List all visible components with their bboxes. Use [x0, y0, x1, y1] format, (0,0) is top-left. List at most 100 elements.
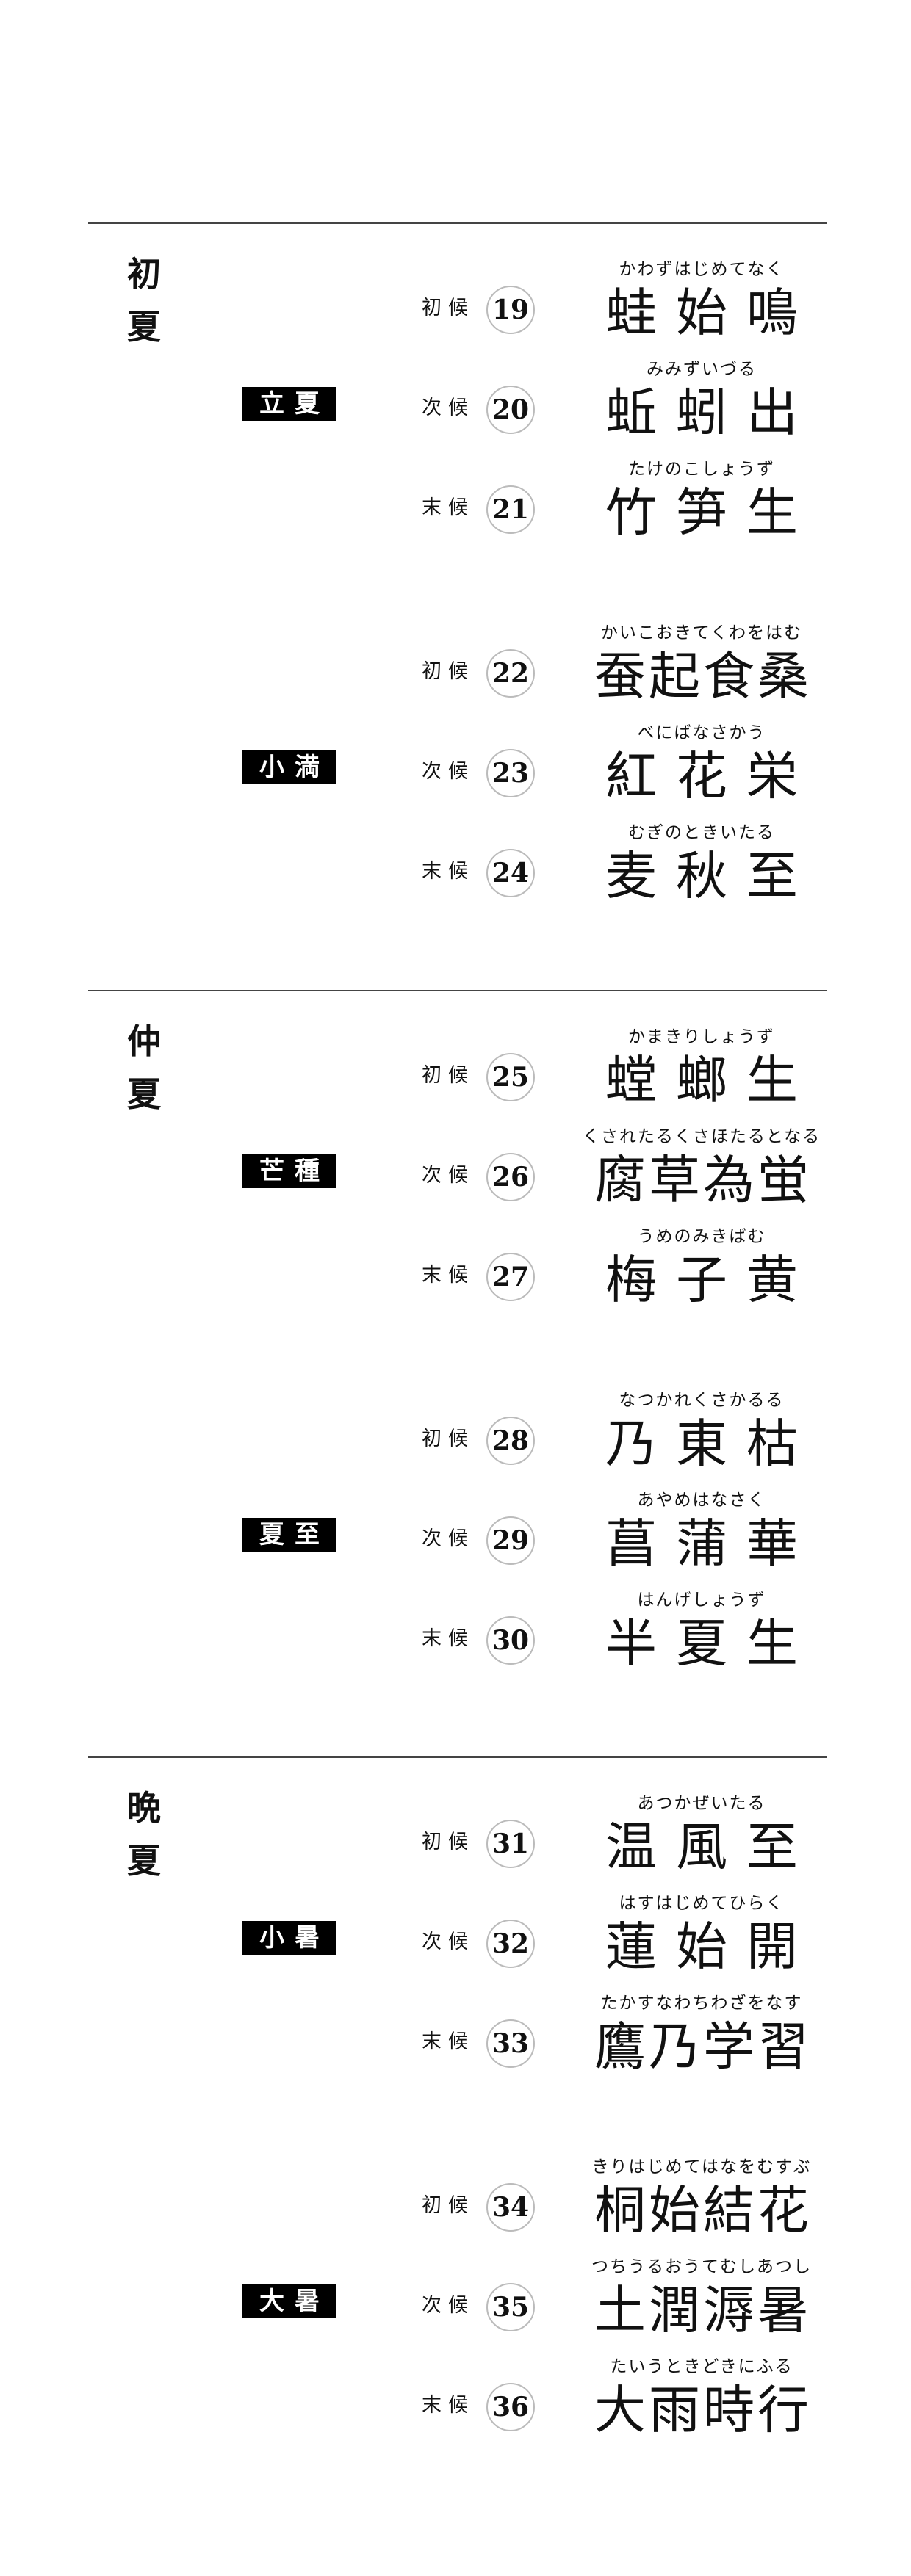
pentad-reading: きりはじめてはなをむすぶ	[591, 2157, 812, 2177]
solar-term-badge: 夏至	[242, 1518, 336, 1552]
pentad-name: 温風至	[605, 1817, 817, 1877]
pentad-label: 末候	[422, 860, 475, 883]
pentad-number: 33	[486, 2019, 535, 2068]
pentad-row: 次候 32 はすはじめてひらく蓮始開	[0, 1889, 911, 1989]
pentad-name: 土潤溽暑	[594, 2280, 812, 2340]
solar-term-badge: 小暑	[242, 1921, 336, 1955]
pentad-row: 次候 29 あやめはなさく菖蒲華	[0, 1486, 911, 1585]
pentad-label: 末候	[422, 2030, 475, 2053]
pentad-reading: はんげしょうず	[637, 1591, 766, 1610]
pentad-label: 末候	[422, 1627, 475, 1650]
pentad-name: 菖蒲華	[605, 1513, 817, 1574]
pentad-name: 梅子黄	[605, 1250, 817, 1310]
season-title-char: 仲	[127, 1021, 161, 1061]
pentad-name: 半夏生	[605, 1613, 817, 1674]
pentad-row: 末候 21 たけのこしょうず竹笋生	[0, 455, 911, 554]
season-title-char: 夏	[127, 1074, 161, 1114]
pentad-label: 初候	[422, 297, 475, 319]
pentad-label: 次候	[422, 1164, 475, 1187]
pentad-name: 麦秋至	[605, 846, 817, 906]
pentad-label: 初候	[422, 1831, 475, 1853]
pentad-label: 次候	[422, 1527, 475, 1550]
pentad-label: 初候	[422, 660, 475, 683]
pentad-number: 34	[486, 2183, 535, 2232]
pentad-row: 初候 19 かわずはじめてなく蛙始鳴	[0, 255, 911, 355]
pentad-name: 蚯蚓出	[605, 383, 817, 443]
pentad-number: 27	[486, 1253, 535, 1301]
pentad-reading: つちうるおうてむしあつし	[591, 2257, 812, 2276]
section-divider	[88, 990, 827, 991]
pentad-reading: べにばなさかう	[637, 723, 766, 742]
pentad-name: 乃東枯	[605, 1414, 817, 1474]
pentad-name: 大雨時行	[594, 2380, 812, 2440]
pentad-label: 初候	[422, 2194, 475, 2217]
pentad-reading: くされたるくさほたるとなる	[582, 1127, 821, 1146]
pentad-number: 31	[486, 1820, 535, 1868]
pentad-name: 蓮始開	[605, 1917, 817, 1977]
pentad-label: 次候	[422, 2294, 475, 2317]
pentad-number: 21	[486, 485, 535, 534]
pentad-number: 32	[486, 1920, 535, 1968]
pentad-reading: たかすなわちわざをなす	[600, 1994, 803, 2013]
pentad-row: 初候 34 きりはじめてはなをむすぶ桐始結花	[0, 2152, 911, 2252]
pentad-reading: みみずいづる	[647, 360, 757, 379]
pentad-name: 紅花栄	[605, 746, 817, 806]
season-title-char: 初	[127, 254, 161, 294]
pentad-row: 次候 23 べにばなさかう紅花栄	[0, 718, 911, 818]
pentad-reading: かいこおきてくわをはむ	[600, 623, 803, 643]
pentad-number: 28	[486, 1417, 535, 1465]
pentad-number: 30	[486, 1616, 535, 1665]
pentad-label: 次候	[422, 397, 475, 419]
season-title: 初夏	[123, 247, 165, 353]
pentad-label: 次候	[422, 1931, 475, 1953]
pentad-row: 初候 28 なつかれくさかるる乃東枯	[0, 1386, 911, 1486]
season-title-char: 夏	[127, 1841, 161, 1881]
section-divider	[88, 222, 827, 224]
section-divider	[88, 1756, 827, 1758]
pentad-number: 29	[486, 1516, 535, 1565]
pentad-name: 鷹乃学習	[594, 2016, 812, 2077]
pentad-number: 19	[486, 286, 535, 334]
pentad-reading: むぎのときいたる	[628, 823, 775, 842]
pentad-reading: かわずはじめてなく	[619, 260, 785, 279]
pentad-number: 26	[486, 1153, 535, 1201]
pentad-reading: たけのこしょうず	[628, 460, 775, 479]
pentad-row: 次候 20 みみずいづる蚯蚓出	[0, 355, 911, 455]
pentad-name: 桐始結花	[594, 2180, 812, 2240]
pentad-row: 初候 31 あつかぜいたる温風至	[0, 1789, 911, 1889]
season-title: 仲夏	[123, 1015, 165, 1121]
pentad-label: 末候	[422, 2394, 475, 2417]
pentad-reading: あつかぜいたる	[637, 1794, 766, 1813]
pentad-reading: はすはじめてひらく	[619, 1894, 785, 1913]
pentad-name: 螳螂生	[605, 1050, 817, 1110]
pentad-reading: あやめはなさく	[637, 1491, 766, 1510]
pentad-number: 20	[486, 386, 535, 434]
pentad-reading: なつかれくさかるる	[619, 1391, 785, 1410]
pentad-row: 末候 33 たかすなわちわざをなす鷹乃学習	[0, 1989, 911, 2088]
season-title: 晩夏	[123, 1781, 165, 1887]
pentad-label: 末候	[422, 1264, 475, 1287]
pentad-label: 次候	[422, 760, 475, 783]
pentad-label: 末候	[422, 496, 475, 519]
pentad-name: 蛙始鳴	[605, 283, 817, 343]
pentad-reading: たいうときどきにふる	[610, 2357, 793, 2376]
season-title-char: 夏	[127, 307, 161, 347]
solar-term-badge: 小満	[242, 750, 336, 784]
pentad-number: 22	[486, 649, 535, 698]
pentad-label: 初候	[422, 1428, 475, 1450]
pentad-name: 竹笋生	[605, 482, 817, 543]
season-title-char: 晩	[127, 1788, 161, 1828]
solar-term-badge: 大暑	[242, 2284, 336, 2318]
solar-term-badge: 立夏	[242, 387, 336, 421]
pentad-number: 23	[486, 749, 535, 797]
pentad-label: 初候	[422, 1064, 475, 1087]
solar-term-badge: 芒種	[242, 1154, 336, 1188]
pentad-reading: かまきりしょうず	[628, 1027, 775, 1046]
